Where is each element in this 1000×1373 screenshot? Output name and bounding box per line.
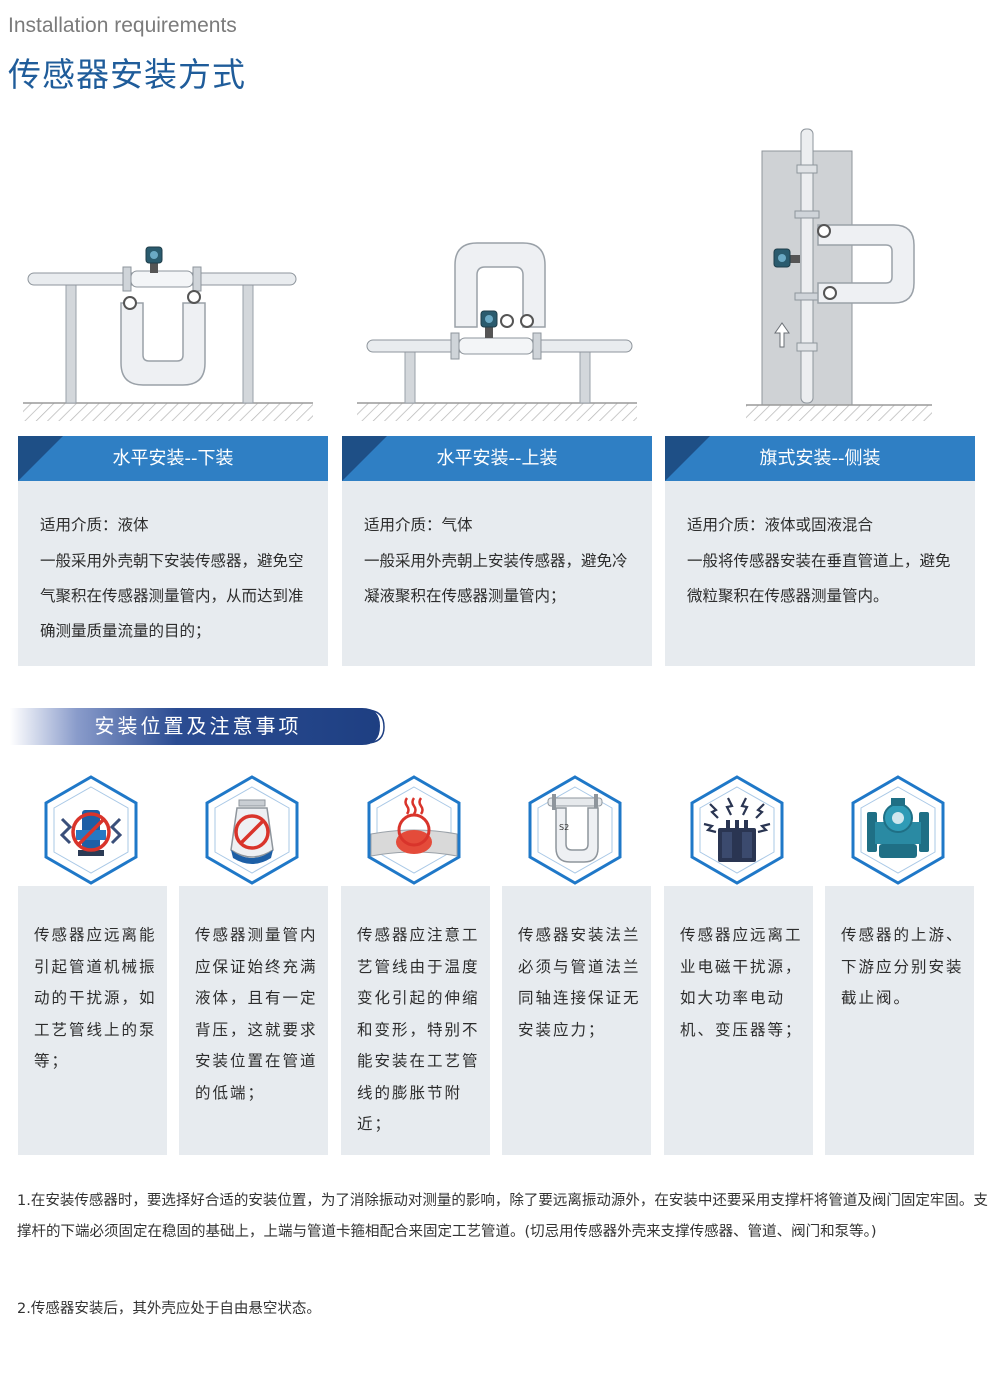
- horizontal-bottom-diagram: [18, 235, 318, 425]
- note-text: 传感器应远离工业电磁干扰源，如大功率电动机、变压器等；: [680, 926, 803, 1039]
- horizontal-top-diagram: [355, 235, 645, 425]
- page-title: 传感器安装方式: [8, 55, 246, 94]
- svg-text:S2: S2: [559, 823, 569, 832]
- method-description: 一般采用外壳朝下安装传感器，避免空气聚积在传感器测量管内，从而达到准确测量质量流…: [40, 552, 304, 640]
- footnote-1: 1.在安装传感器时，要选择好合适的安装位置，为了消除振动对测量的影响，除了要远离…: [17, 1193, 988, 1240]
- section-banner-title: 安装位置及注意事项: [94, 714, 302, 738]
- subtitle-en: Installation requirements: [8, 14, 237, 37]
- method-card-horizontal-top: 水平安装--上装 适用介质：气体 一般采用外壳朝上安装传感器，避免冷凝液聚积在传…: [342, 436, 652, 666]
- method-medium: 适用介质：液体或固液混合: [687, 516, 874, 534]
- method-title: 水平安装--上装: [436, 448, 558, 469]
- method-card-flag: 旗式安装--侧装 适用介质：液体或固液混合 一般将传感器安装在垂直管道上，避免微…: [665, 436, 975, 666]
- corner-triangle-icon: [665, 436, 710, 481]
- method-body: 适用介质：气体 一般采用外壳朝上安装传感器，避免冷凝液聚积在传感器测量管内；: [364, 508, 640, 614]
- note-card: 传感器应注意工艺管线由于温度变化引起的伸缩和变形，特别不能安装在工艺管线的膨胀节…: [341, 886, 490, 1155]
- method-body: 适用介质：液体 一般采用外壳朝下安装传感器，避免空气聚积在传感器测量管内，从而达…: [40, 508, 316, 649]
- note-card: 传感器应远离工业电磁干扰源，如大功率电动机、变压器等；: [664, 886, 813, 1155]
- corner-triangle-icon: [342, 436, 387, 481]
- note-card: 传感器的上游、下游应分别安装截止阀。: [825, 886, 974, 1155]
- method-medium: 适用介质：气体: [364, 516, 473, 534]
- note-card: 传感器应远离能引起管道机械振动的干扰源，如工艺管线上的泵等；: [18, 886, 167, 1155]
- shutoff-valve-icon: [849, 774, 947, 886]
- method-title: 水平安装--下装: [112, 448, 234, 469]
- flowmeter-flange-icon: S2: [526, 774, 624, 886]
- pipe-heat-icon: [365, 774, 463, 886]
- flag-mounting-diagram: [744, 125, 934, 425]
- note-text: 传感器应远离能引起管道机械振动的干扰源，如工艺管线上的泵等；: [34, 926, 157, 1070]
- note-text: 传感器应注意工艺管线由于温度变化引起的伸缩和变形，特别不能安装在工艺管线的膨胀节…: [357, 926, 480, 1133]
- corner-triangle-icon: [18, 436, 63, 481]
- note-card: 传感器安装法兰必须与管道法兰同轴连接保证无安装应力；: [502, 886, 651, 1155]
- section-banner: 安装位置及注意事项: [10, 708, 386, 745]
- pump-vibration-icon: [42, 774, 140, 886]
- footnote-2: 2.传感器安装后，其外壳应处于自由悬空状态。: [17, 1301, 321, 1317]
- method-card-header: 水平安装--上装: [342, 436, 652, 481]
- note-card: 传感器测量管内应保证始终充满液体，且有一定背压，这就要求安装位置在管道的低端；: [179, 886, 328, 1155]
- transformer-interference-icon: [688, 774, 786, 886]
- method-medium: 适用介质：液体: [40, 516, 149, 534]
- method-body: 适用介质：液体或固液混合 一般将传感器安装在垂直管道上，避免微粒聚积在传感器测量…: [687, 508, 963, 614]
- note-text: 传感器测量管内应保证始终充满液体，且有一定背压，这就要求安装位置在管道的低端；: [195, 926, 318, 1102]
- method-card-header: 旗式安装--侧装: [665, 436, 975, 481]
- method-description: 一般采用外壳朝上安装传感器，避免冷凝液聚积在传感器测量管内；: [364, 552, 628, 605]
- method-card-horizontal-bottom: 水平安装--下装 适用介质：液体 一般采用外壳朝下安装传感器，避免空气聚积在传感…: [18, 436, 328, 666]
- method-card-header: 水平安装--下装: [18, 436, 328, 481]
- method-title: 旗式安装--侧装: [759, 448, 881, 469]
- no-empty-pipe-icon: [203, 774, 301, 886]
- note-text: 传感器的上游、下游应分别安装截止阀。: [841, 926, 964, 1007]
- note-text: 传感器安装法兰必须与管道法兰同轴连接保证无安装应力；: [518, 926, 641, 1039]
- method-description: 一般将传感器安装在垂直管道上，避免微粒聚积在传感器测量管内。: [687, 552, 951, 605]
